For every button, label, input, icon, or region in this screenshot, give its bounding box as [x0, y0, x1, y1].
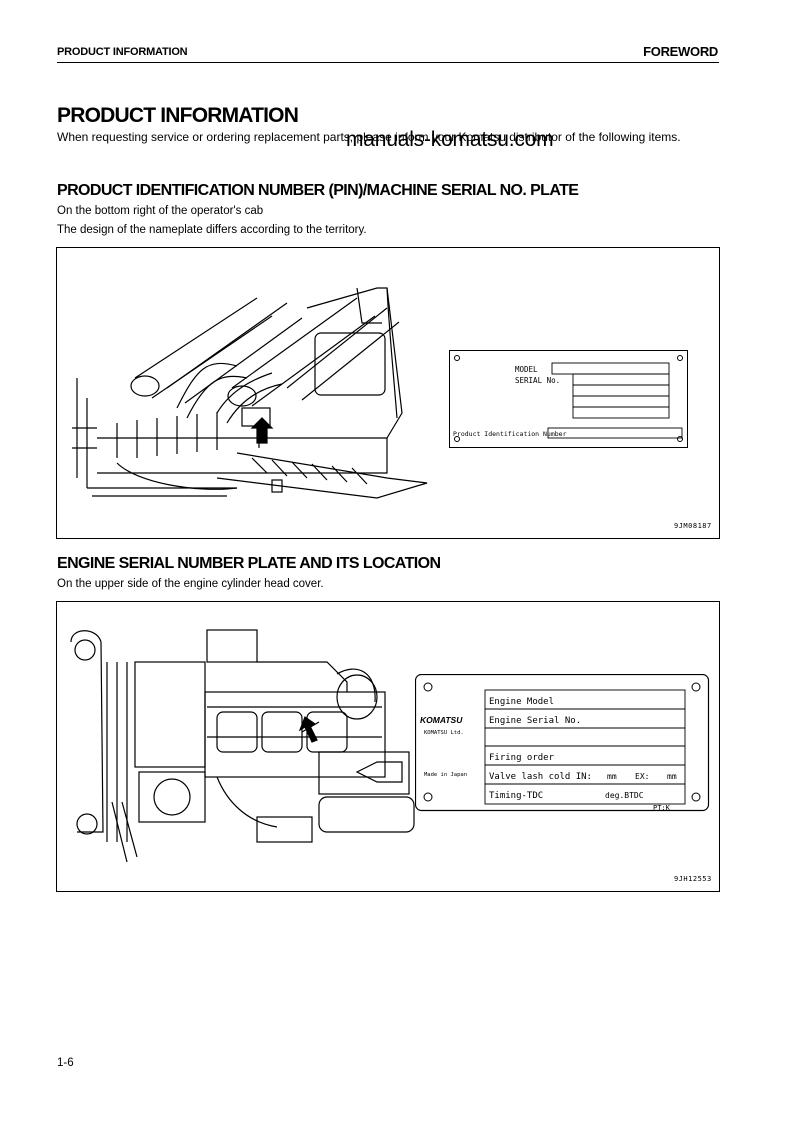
running-header-chapter: FOREWORD [643, 44, 718, 59]
engine-serial-label: Engine Serial No. [489, 716, 581, 726]
timing-label: Timing-TDC [489, 791, 543, 801]
plate-serial-label: SERIAL No. [515, 376, 560, 385]
plate-pt-code: PT:K [653, 804, 671, 812]
machine-serial-plate: MODEL SERIAL No. Product Identification … [449, 350, 688, 448]
engine-illustration [70, 629, 415, 863]
made-in-japan: Made in Japan [424, 772, 467, 778]
komatsu-ltd: KOMATSU Ltd. [424, 730, 464, 736]
valve-lash-ex-label: EX: [635, 772, 649, 781]
figure2-code: 9JH12553 [674, 875, 712, 883]
figure-machine-plate: MODEL SERIAL No. Product Identification … [56, 247, 720, 539]
section1-line2: The design of the nameplate differs acco… [57, 224, 367, 236]
section2-line1: On the upper side of the engine cylinder… [57, 578, 324, 590]
section1-line1: On the bottom right of the operator's ca… [57, 205, 264, 217]
page-title: PRODUCT INFORMATION [57, 104, 299, 127]
valve-lash-label: Valve lash cold IN: [489, 772, 592, 782]
header-rule [57, 62, 719, 63]
plate-pin-label: Product Identification Number [453, 430, 567, 438]
valve-lash-ex-unit: mm [667, 772, 677, 781]
excavator-illustration [72, 287, 428, 499]
plate-model-label: MODEL [515, 365, 538, 374]
section1-heading: PRODUCT IDENTIFICATION NUMBER (PIN)/MACH… [57, 182, 579, 199]
page-number: 1-6 [57, 1057, 74, 1069]
intro-paragraph: When requesting service or ordering repl… [57, 130, 681, 144]
deg-btdc-label: deg.BTDC [605, 791, 644, 800]
valve-lash-in-unit: mm [607, 772, 617, 781]
engine-model-label: Engine Model [489, 697, 554, 707]
figure-engine-plate: KOMATSU KOMATSU Ltd. Made in Japan Engin… [56, 601, 720, 892]
section2-heading: ENGINE SERIAL NUMBER PLATE AND ITS LOCAT… [57, 555, 441, 572]
komatsu-logo: KOMATSU [420, 715, 463, 725]
engine-serial-plate: KOMATSU KOMATSU Ltd. Made in Japan Engin… [415, 674, 710, 812]
figure1-code: 9JM08187 [674, 522, 712, 530]
firing-order-label: Firing order [489, 753, 555, 763]
running-header-section: PRODUCT INFORMATION [57, 46, 188, 58]
watermark: manuals-komatsu.com [346, 128, 554, 151]
